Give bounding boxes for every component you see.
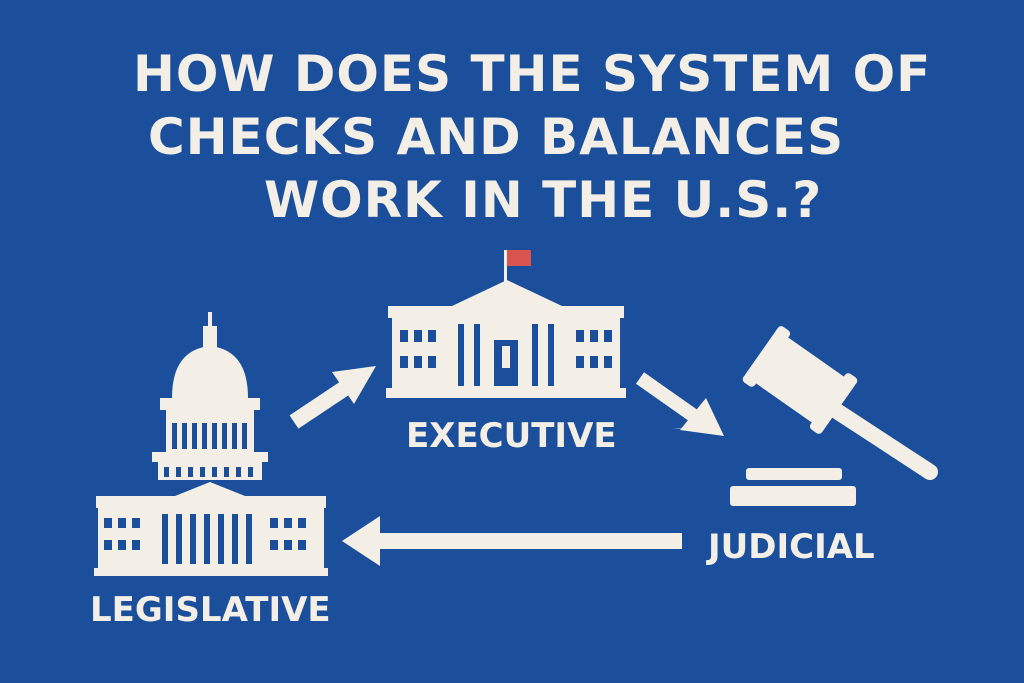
arrow-legislative-to-executive [289,366,376,429]
title-line-3: WORK IN THE U.S.? [264,171,823,229]
white-house-icon [386,250,626,398]
arrow-judicial-to-legislative [342,516,682,566]
executive-label: EXECUTIVE [406,416,617,456]
gavel-icon [730,326,938,506]
arrow-executive-to-judicial [635,372,724,436]
title-line-2: CHECKS AND BALANCES [148,108,845,166]
legislative-label: LEGISLATIVE [90,590,331,630]
flag-icon [507,250,531,266]
title-line-1: HOW DOES THE SYSTEM OF [133,45,932,103]
capitol-building-icon [94,312,328,576]
judicial-label: JUDICIAL [708,527,875,567]
